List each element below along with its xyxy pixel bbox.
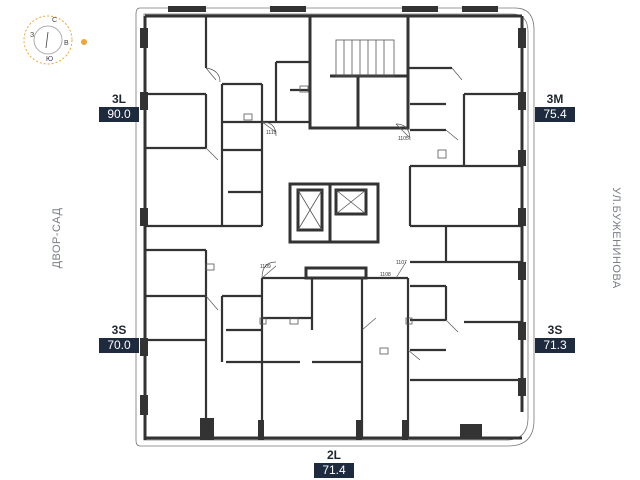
compass-north: С: [52, 17, 57, 24]
unit-area: 70.0: [99, 338, 139, 353]
unit-code: 3S: [547, 323, 563, 337]
compass: С В Ю З: [23, 15, 87, 65]
door-label: 1110: [266, 130, 277, 136]
unit-area: 90.0: [99, 107, 139, 122]
outer-walls: [143, 14, 524, 440]
unit-badge-3s-left[interactable]: 3S 70.0: [99, 322, 139, 353]
unit-area: 71.4: [314, 463, 354, 478]
door-label: 1105: [398, 136, 409, 142]
compass-west: З: [30, 32, 34, 39]
unit-badge-3m[interactable]: 3M 75.4: [535, 91, 575, 122]
door-label: 1108: [380, 272, 391, 278]
wall-columns: [140, 6, 526, 440]
unit-badge-3l[interactable]: 3L 90.0: [99, 91, 139, 122]
street-label-right: УЛ.БУЖЕНИНОВА: [610, 187, 622, 289]
compass-south: Ю: [46, 56, 53, 63]
unit-area: 75.4: [535, 107, 575, 122]
interior-walls: [145, 16, 522, 438]
unit-code: 3L: [111, 92, 126, 106]
core: [288, 14, 410, 280]
compass-east: В: [64, 40, 69, 47]
unit-badge-3s-right[interactable]: 3S 71.3: [535, 322, 575, 353]
sun-icon: [81, 39, 87, 45]
unit-code: 3S: [111, 323, 127, 337]
unit-badge-2l[interactable]: 2L 71.4: [314, 447, 354, 478]
door-labels: 1110 1105 1109 1107 1108: [260, 130, 409, 278]
stair-flights: [297, 39, 395, 231]
fixtures: [205, 85, 447, 355]
door-label: 1107: [396, 260, 407, 266]
door-swings: [205, 67, 463, 361]
unit-code: 2L: [326, 448, 341, 462]
door-label: 1109: [260, 264, 271, 270]
unit-code: 3M: [546, 92, 564, 106]
unit-area: 71.3: [535, 338, 575, 353]
street-label-left: ДВОР-САД: [51, 207, 63, 269]
